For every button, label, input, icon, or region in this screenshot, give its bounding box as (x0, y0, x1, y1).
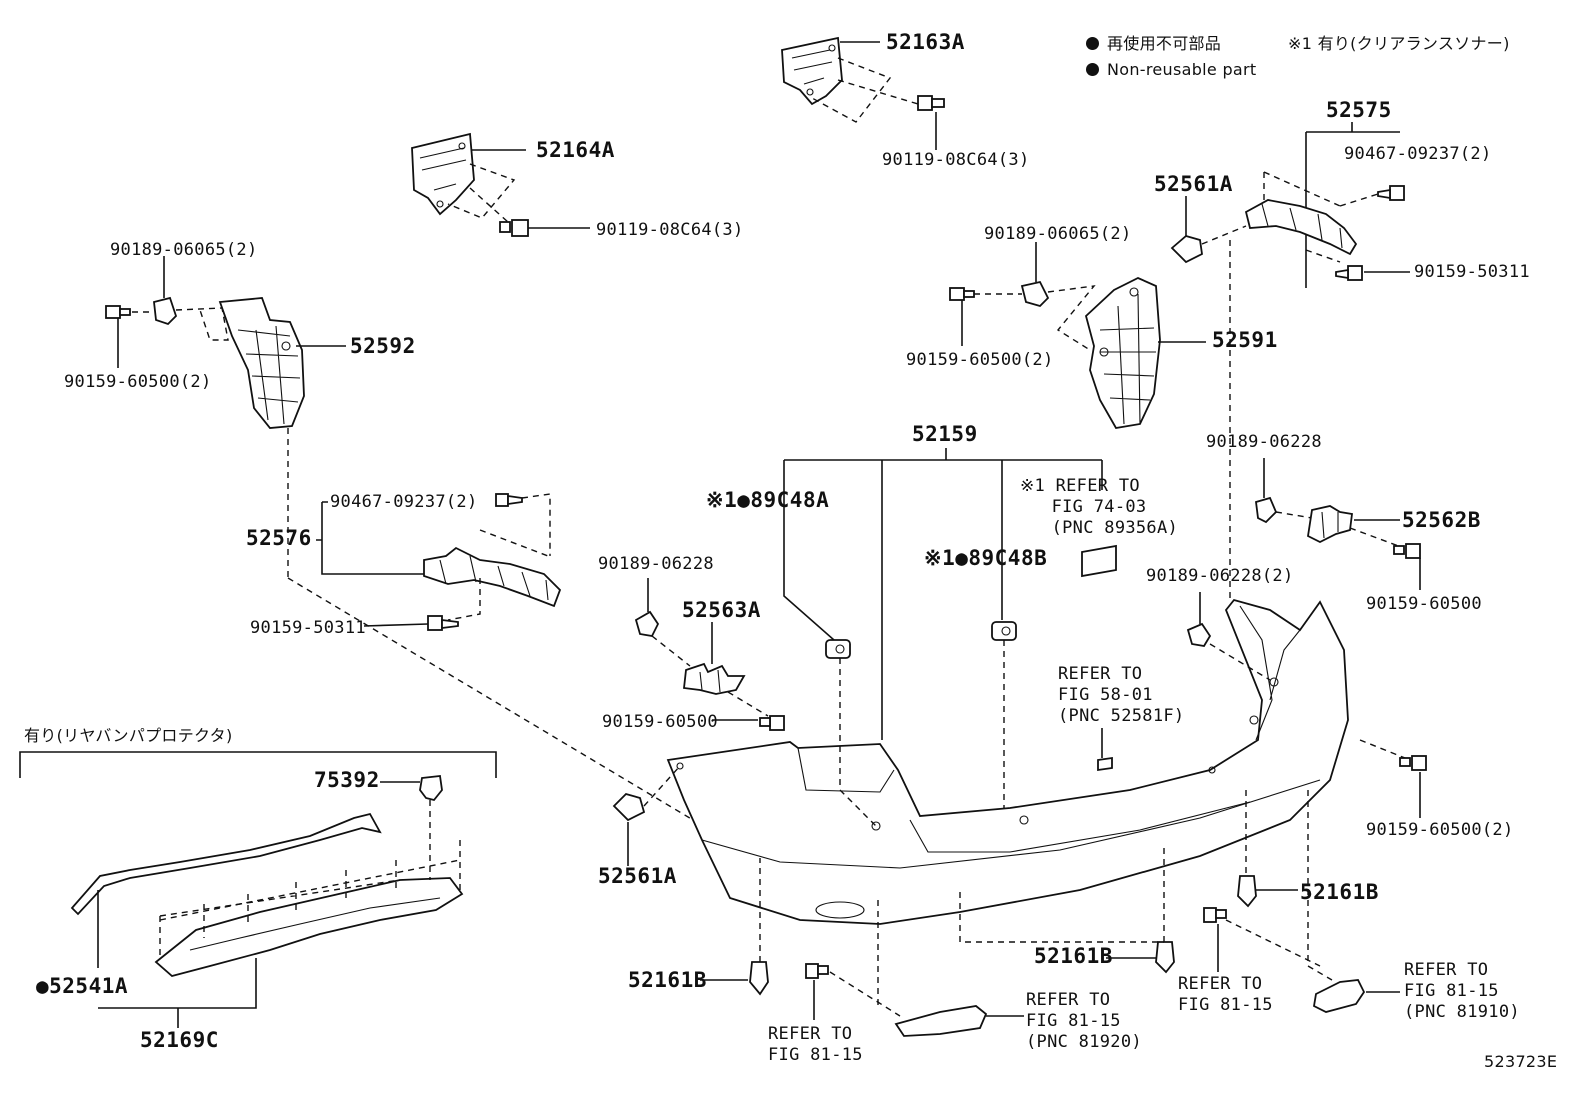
label-refer-fig-81-15-left: REFER TO FIG 81-15 (768, 1024, 863, 1065)
bolt-90159-right2 (1393, 543, 1421, 559)
bracket-52575 (1244, 199, 1358, 256)
bolt-90159-left (105, 305, 131, 319)
reflector-81910 (1313, 979, 1366, 1013)
side-retainer-52592 (218, 297, 305, 429)
plate-89356a (1081, 544, 1117, 578)
screw-90467-right (1377, 185, 1405, 201)
clip-90189-right (1020, 280, 1050, 308)
label-90119-mid: 90119-08C64(3) (596, 220, 744, 240)
clip-90189-center (634, 610, 660, 637)
bracket-52164a (411, 132, 475, 216)
non-reusable-dot-icon (1086, 63, 1099, 76)
non-reusable-dot-icon (1086, 37, 1099, 50)
label-52563a: 52563A (682, 598, 761, 622)
label-90159-60500-right2: 90159-60500 (1366, 594, 1482, 614)
label-90159-50311-left: 90159-50311 (250, 618, 366, 638)
legend-note-1: ※1 有り(クリアランスソナー) (1288, 34, 1510, 53)
label-52591: 52591 (1212, 328, 1278, 352)
clip-90189-left (153, 296, 178, 326)
label-52561a-bottom: 52561A (598, 864, 677, 888)
label-52592: 52592 (350, 334, 416, 358)
protector-52169c (154, 877, 464, 977)
sensor-89c48a (825, 639, 851, 659)
side-retainer-52591 (1084, 277, 1161, 429)
label-52562b: 52562B (1402, 508, 1481, 532)
label-89c48b: ※1●89C48B (924, 546, 1048, 570)
label-90119-top: 90119-08C64(3) (882, 150, 1030, 170)
label-90159-60500-lower-right: 90159-60500(2) (1366, 820, 1514, 840)
bolt-90159-lower-right (1399, 755, 1427, 771)
label-90159-50311-right: 90159-50311 (1414, 262, 1530, 282)
clip-90189-right2 (1255, 496, 1278, 524)
screw-90467-left (495, 493, 523, 507)
label-52159: 52159 (912, 422, 978, 446)
label-90189-06228-right: 90189-06228 (1206, 432, 1322, 452)
label-52575: 52575 (1326, 98, 1392, 122)
legend-non-reusable-en: Non-reusable part (1086, 60, 1256, 80)
label-52169c: 52169C (140, 1028, 219, 1052)
screw-90159-50311-left (427, 615, 459, 631)
bolt-90119-mid (499, 219, 529, 237)
bolt-90119-top (917, 95, 945, 111)
label-90159-60500-left: 90159-60500(2) (64, 372, 212, 392)
figure-code: 523723E (1484, 1052, 1558, 1071)
label-refer-fig-81-15-center: REFER TO FIG 81-15 (1178, 974, 1273, 1015)
clip-90189-bumper (1186, 622, 1212, 647)
label-refer-fig-81-15-81910: REFER TO FIG 81-15 (PNC 81910) (1404, 960, 1520, 1022)
label-52541a: ●52541A (36, 974, 129, 998)
label-90159-60500-center: 90159-60500 (602, 712, 718, 732)
clip-52561a-top (1170, 235, 1203, 264)
bumper-cover-52159 (666, 598, 1349, 925)
screw-reflector-right (1203, 907, 1227, 923)
retainer-52563a (683, 662, 746, 695)
label-52561a-top: 52561A (1154, 172, 1233, 196)
bracket-52576 (423, 546, 562, 608)
label-refer-fig-58-01: REFER TO FIG 58-01 (PNC 52581F) (1058, 664, 1185, 726)
label-90189-06228-center: 90189-06228 (598, 554, 714, 574)
label-89c48a: ※1●89C48A (706, 488, 830, 512)
label-refer-fig-81-15-81920: REFER TO FIG 81-15 (PNC 81920) (1026, 990, 1142, 1052)
label-52161b-right: 52161B (1300, 880, 1379, 904)
label-75392: 75392 (314, 768, 380, 792)
screw-90159-50311-right (1335, 265, 1363, 281)
label-52161b-left: 52161B (628, 968, 707, 992)
label-90189-06228-2: 90189-06228(2) (1146, 566, 1294, 586)
clip-52161b-left (749, 961, 769, 996)
reflector-81920 (894, 1005, 988, 1037)
label-90159-60500-right: 90159-60500(2) (906, 350, 1054, 370)
label-90467-right: 90467-09237(2) (1344, 144, 1492, 164)
label-52163a: 52163A (886, 30, 965, 54)
legend-non-reusable-jp: 再使用不可部品 (1086, 34, 1221, 54)
protector-strip-52541a (70, 812, 382, 916)
label-90189-06065-right: 90189-06065(2) (984, 224, 1132, 244)
bolt-90159-right (949, 287, 975, 301)
retainer-52562b (1307, 505, 1354, 544)
bracket-52163a (781, 36, 843, 106)
label-52161b-center: 52161B (1034, 944, 1113, 968)
label-90467-left: 90467-09237(2) (330, 492, 478, 512)
label-52164a: 52164A (536, 138, 615, 162)
sensor-89c48b (991, 621, 1017, 641)
clip-52161b-center (1155, 941, 1175, 974)
label-90189-06065-left: 90189-06065(2) (110, 240, 258, 260)
clip-52161b-right (1237, 875, 1257, 908)
bolt-90159-center (759, 715, 785, 731)
screw-reflector-left (805, 963, 829, 979)
label-52576: 52576 (246, 526, 312, 550)
label-protector-note: 有り(リヤバンパプロテクタ) (24, 726, 233, 745)
clip-75392 (419, 775, 443, 802)
clip-52561a-bottom (612, 792, 646, 822)
label-refer-fig-74-03: ※1 REFER TO FIG 74-03 (PNC 89356A) (1020, 476, 1179, 538)
